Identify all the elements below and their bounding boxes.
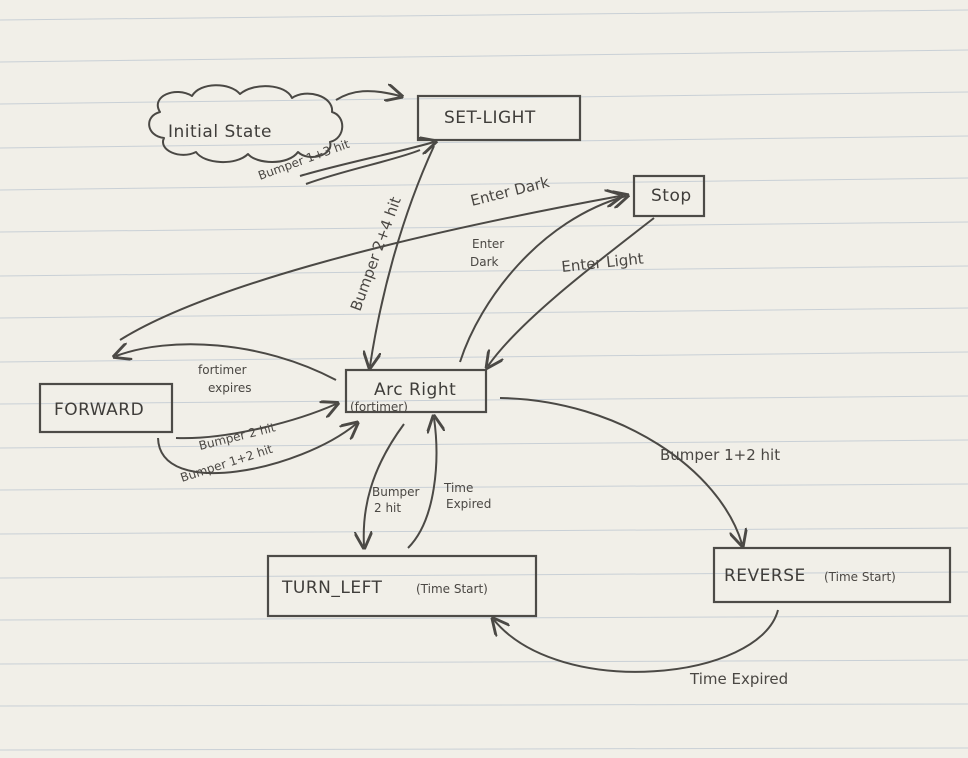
forward-state: FORWARD xyxy=(38,382,174,434)
initial-state-cloud: Initial State xyxy=(148,84,344,163)
time-expired-turn-label-2: Expired xyxy=(446,497,491,511)
bumper-1-2-rev-label: Bumper 1+2 hit xyxy=(660,446,780,464)
set-light-label: SET-LIGHT xyxy=(444,108,536,128)
time-expired-turn-label-1: Time xyxy=(443,481,473,495)
turn-left-label: TURN_LEFT xyxy=(281,578,383,598)
bumper-1-3-arrow xyxy=(299,142,434,177)
enter-dark-forward-label: Enter Dark xyxy=(469,173,552,210)
bumper-1-2-fwd-arrow xyxy=(157,424,356,475)
enter-light-label: Enter Light xyxy=(561,249,645,276)
arc-right-state: Arc Right (fortimer) xyxy=(344,368,488,414)
enter-dark-arc-label-1: Enter xyxy=(472,237,504,251)
bumper-1-3-label: Bumper 1+3 hit xyxy=(256,137,351,183)
forward-label: FORWARD xyxy=(54,400,144,420)
reverse-label: REVERSE xyxy=(724,566,806,586)
bumper-2-turn-label-2: 2 hit xyxy=(374,501,401,515)
stop-state: Stop xyxy=(632,174,706,218)
initial-to-set-light-arrow xyxy=(335,91,400,100)
reverse-state: REVERSE (Time Start) xyxy=(712,546,952,604)
arc-right-label: Arc Right xyxy=(374,380,456,400)
enter-light-arrow xyxy=(488,217,655,366)
time-expired-rev-arrow xyxy=(494,609,779,673)
set-light-state: SET-LIGHT xyxy=(416,94,582,142)
bumper-1-2-fwd-label: Bumper 1+2 hit xyxy=(179,442,275,485)
enter-dark-arc-label-2: Dark xyxy=(470,255,499,269)
reverse-sublabel: (Time Start) xyxy=(824,570,896,584)
bumper-2-turn-arrow xyxy=(364,423,405,546)
bumper-2-fwd-arrow xyxy=(175,404,336,440)
enter-dark-arc-arrow xyxy=(459,196,626,363)
bumper-1-2-rev-arrow xyxy=(499,397,742,544)
fortimer-label-2: expires xyxy=(208,381,252,395)
bumper-2-4-arrow xyxy=(370,145,435,366)
bumper-2-turn-label-1: Bumper xyxy=(372,485,420,499)
bumper-1-3-arrow-return xyxy=(305,149,421,185)
turn-left-state: TURN_LEFT (Time Start) xyxy=(266,554,538,618)
turn-left-sublabel: (Time Start) xyxy=(416,582,488,596)
arc-right-sublabel: (fortimer) xyxy=(350,400,408,414)
notebook-rules xyxy=(0,9,968,751)
enter-dark-forward-arrow xyxy=(119,196,620,341)
stop-label: Stop xyxy=(651,186,692,206)
time-expired-turn-arrow xyxy=(407,418,436,549)
fortimer-label-1: fortimer xyxy=(198,363,247,377)
time-expired-rev-label: Time Expired xyxy=(689,670,788,688)
initial-state-label: Initial State xyxy=(168,122,272,142)
fortimer-expires-arrow xyxy=(116,344,337,381)
